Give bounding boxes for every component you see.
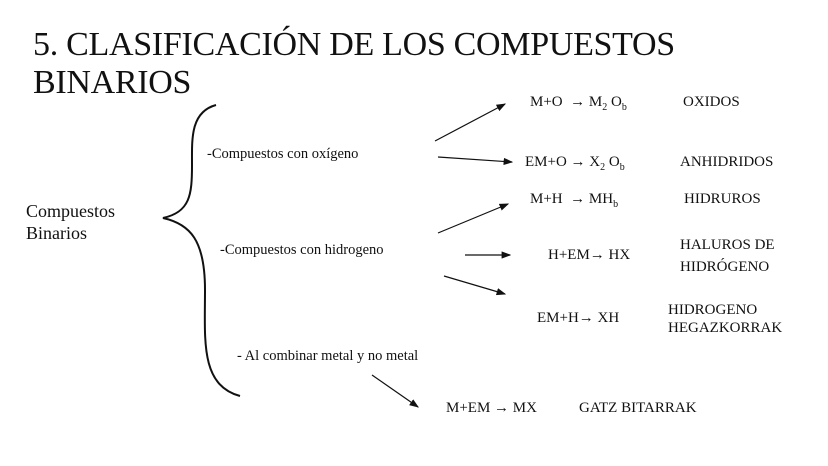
arrow-anhidridos xyxy=(437,156,514,166)
formula-hidruros: M+H → MHb xyxy=(530,191,619,210)
branch-metal-nonmetal: - Al combinar metal y no metal xyxy=(237,348,419,364)
arrow-hegazkorrak xyxy=(443,275,507,296)
formula-hegazkorrak: EM+H→ XH xyxy=(537,310,620,326)
formula-oxidos: M+O → M2 Ob xyxy=(530,94,627,113)
root-label-line2: Binarios xyxy=(26,223,87,243)
name-haluros-line2: HIDRÓGENO xyxy=(680,259,770,275)
arrow-hidruros xyxy=(437,203,510,234)
slide-title-line2: BINARIOS xyxy=(33,64,192,101)
branch-hydrogen: -Compuestos con hidrogeno xyxy=(220,242,384,258)
arrow-oxidos xyxy=(434,103,507,142)
curly-brace xyxy=(162,104,241,397)
root-label-line1: Compuestos xyxy=(26,201,116,221)
name-hegazkorrak-line1: HIDROGENO xyxy=(668,302,758,318)
formula-haluros: H+EM→ HX xyxy=(548,247,631,263)
formula-anhidridos: EM+O → X2 Ob xyxy=(525,154,625,173)
slide-title-line1: 5. CLASIFICACIÓN DE LOS COMPUESTOS xyxy=(33,26,675,63)
arrow-gatz xyxy=(371,374,419,408)
branch-oxygen: -Compuestos con oxígeno xyxy=(207,146,359,162)
name-haluros-line1: HALUROS DE xyxy=(680,237,775,253)
name-hidruros: HIDRUROS xyxy=(684,191,761,207)
name-hegazkorrak-line2: HEGAZKORRAK xyxy=(668,320,783,336)
name-gatz: GATZ BITARRAK xyxy=(579,400,697,416)
name-anhidridos: ANHIDRIDOS xyxy=(680,154,774,170)
name-oxidos: OXIDOS xyxy=(683,94,740,110)
formula-gatz: M+EM → MX xyxy=(446,400,537,416)
